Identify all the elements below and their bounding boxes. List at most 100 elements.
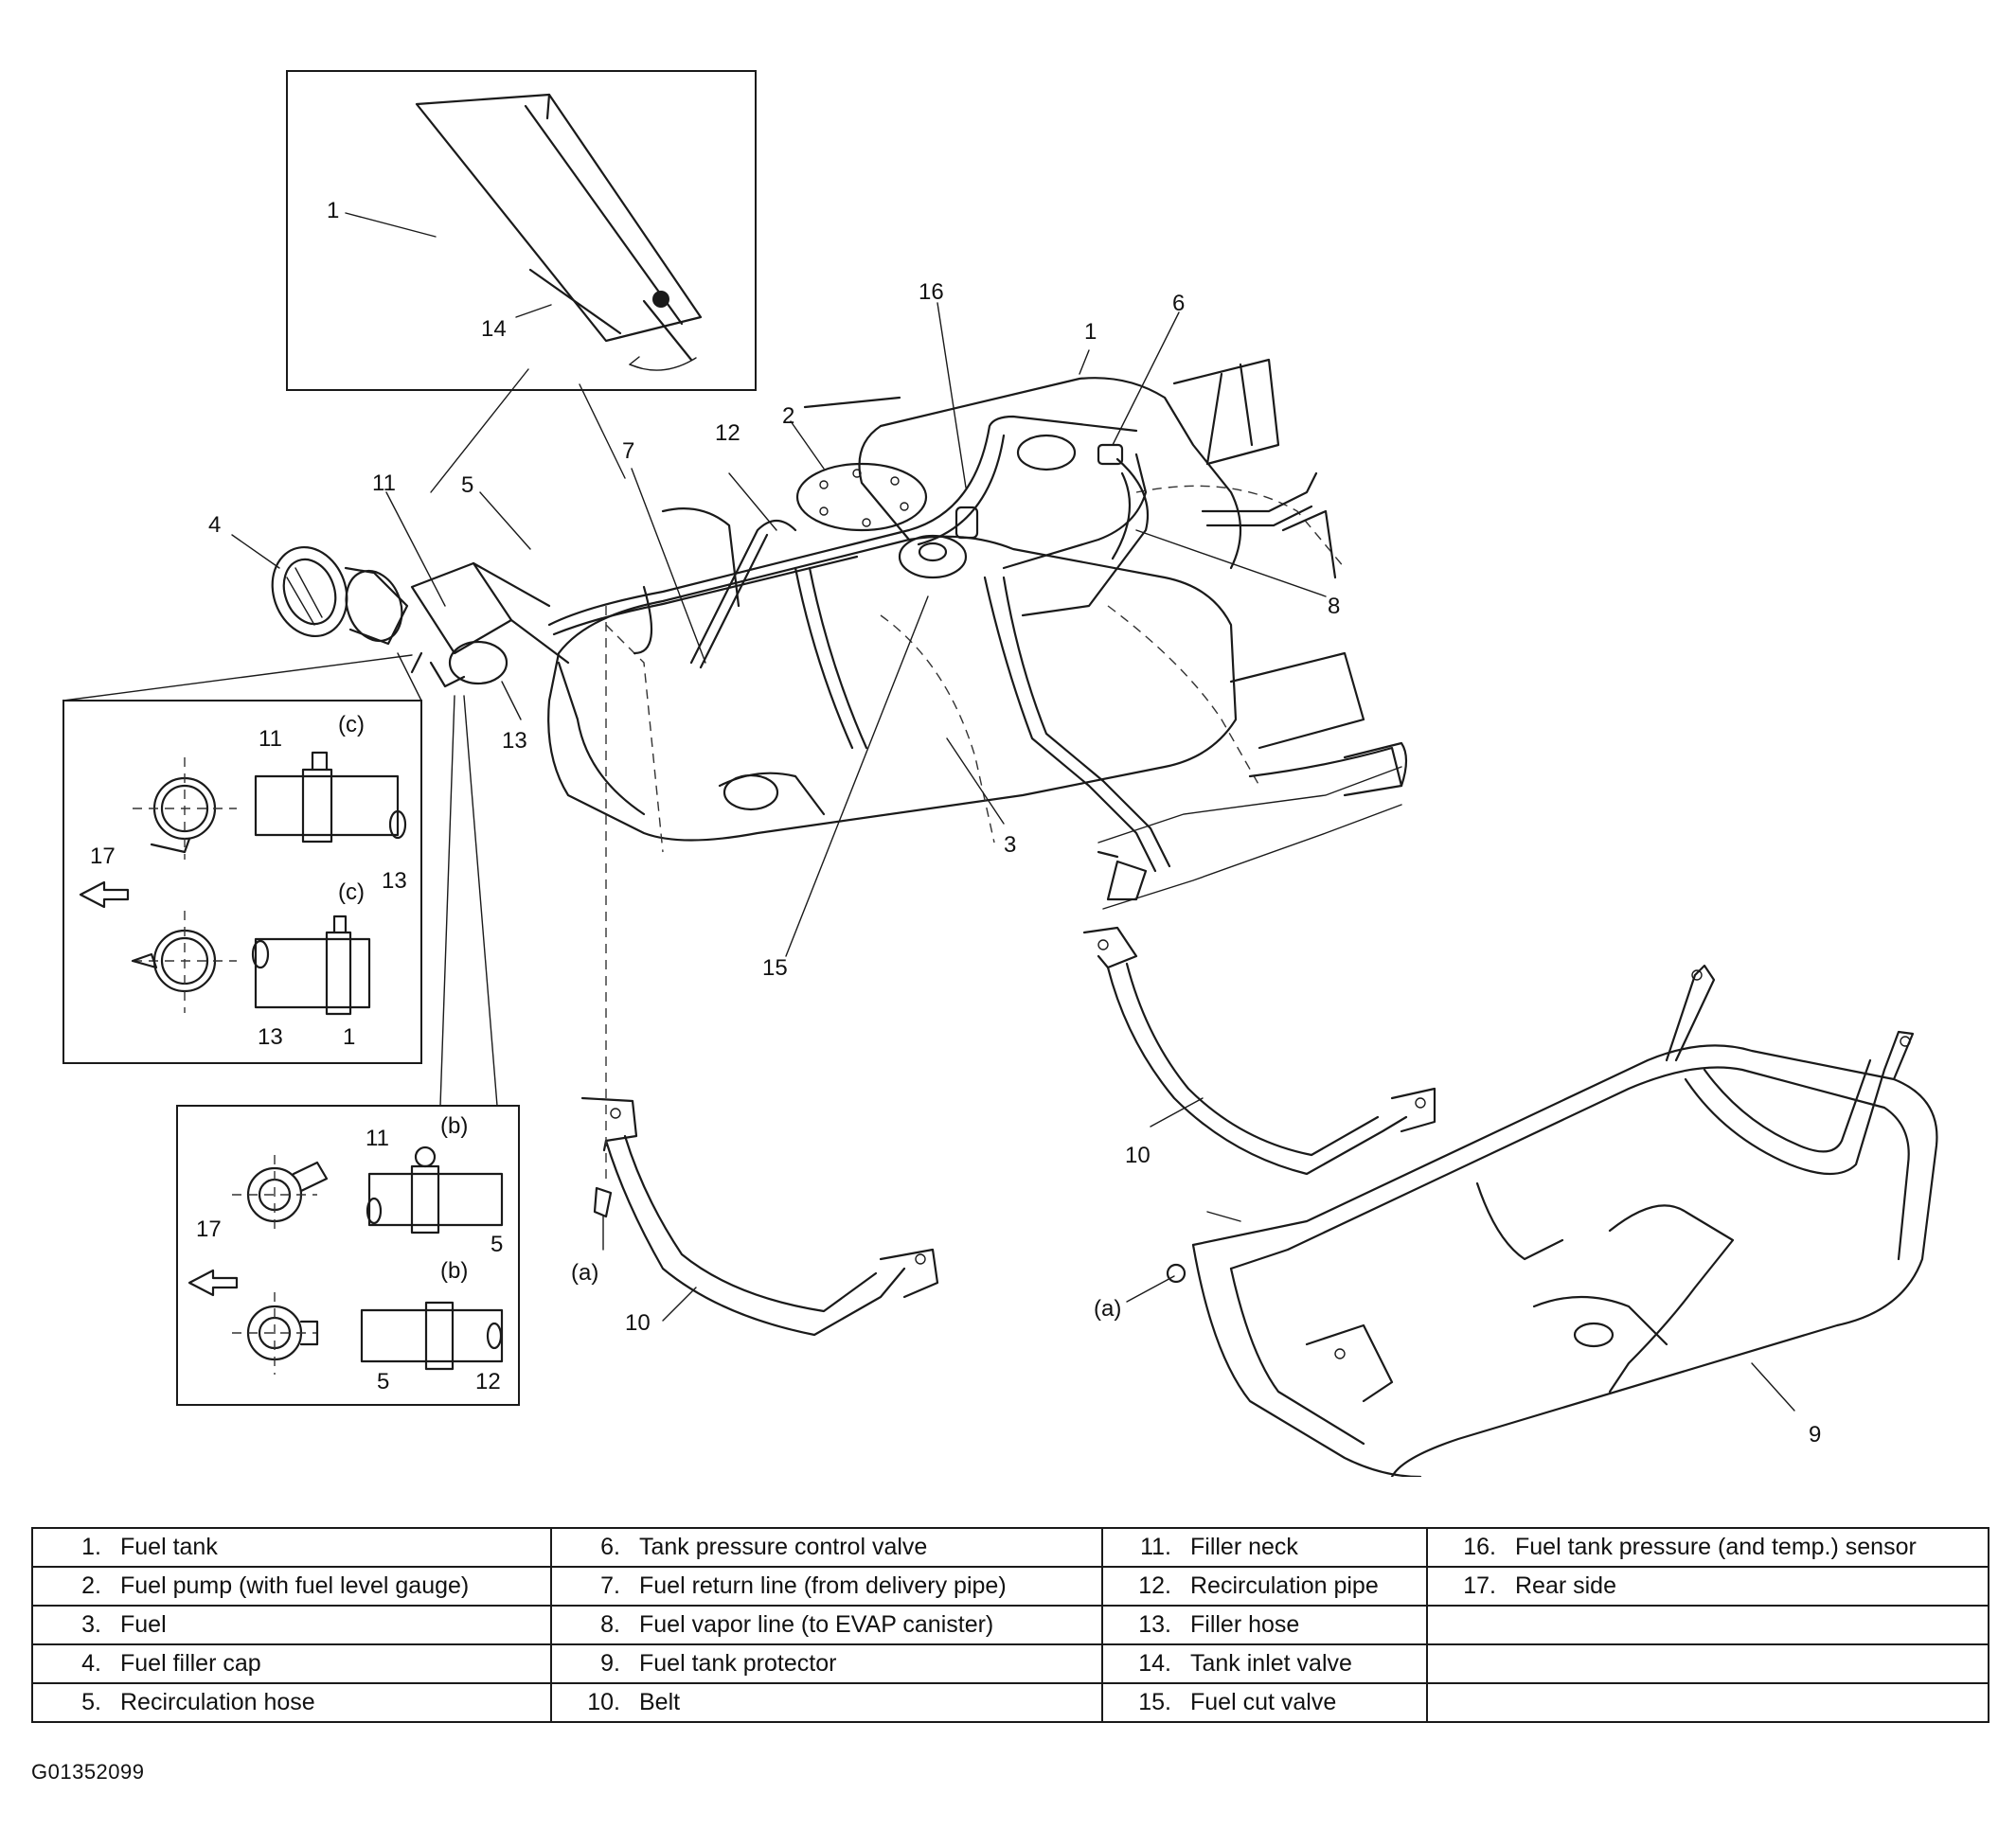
legend-cell: 1. Fuel tank <box>31 1527 552 1568</box>
callout-1-c: 1 <box>343 1024 355 1050</box>
legend-cell: 14. Tank inlet valve <box>1101 1643 1428 1684</box>
legend-cell <box>1426 1605 1989 1645</box>
tank-pressure-control-valve <box>1016 434 1124 471</box>
legend-label: Fuel filler cap <box>120 1650 261 1677</box>
callout-a-right: (a) <box>1094 1296 1121 1322</box>
legend-number: 9. <box>600 1650 620 1677</box>
callout-labels: 1 14 16 6 1 2 12 7 11 5 4 8 13 3 15 9 10… <box>90 198 1821 1447</box>
legend-number: 12. <box>1138 1572 1171 1599</box>
callout-c-top: (c) <box>338 712 365 737</box>
legend-label: Rear side <box>1515 1572 1616 1599</box>
callout-13-c1: 13 <box>382 868 407 894</box>
belt-left <box>580 606 939 1337</box>
callout-c-bottom: (c) <box>338 879 365 905</box>
belt-right <box>1082 926 1436 1176</box>
legend-body: 1. Fuel tank 6. Tank pressure control valve… <box>31 1527 1989 1723</box>
callout-4: 4 <box>208 512 221 538</box>
callout-17-b: 17 <box>196 1217 222 1242</box>
fuel-pump-plate <box>795 462 928 532</box>
fuel-filler-assembly <box>271 545 570 688</box>
legend-label: Recirculation hose <box>120 1689 315 1715</box>
callout-6: 6 <box>1172 291 1185 316</box>
legend-label: Filler neck <box>1190 1534 1298 1560</box>
callout-7: 7 <box>622 438 634 464</box>
legend-number: 2. <box>81 1572 101 1599</box>
callout-10-right: 10 <box>1125 1143 1151 1168</box>
legend-label: Filler hose <box>1190 1611 1300 1638</box>
legend-row: 5. Recirculation hose 10. Belt 15. Fuel cut v… <box>31 1682 1989 1723</box>
callout-b-top: (b) <box>440 1113 468 1139</box>
legend-label: Recirculation pipe <box>1190 1572 1379 1599</box>
legend-cell <box>1426 1682 1989 1723</box>
legend-number: 13. <box>1138 1611 1171 1638</box>
legend-cell: 12. Recirculation pipe <box>1101 1566 1428 1607</box>
legend-number: 1. <box>81 1534 101 1560</box>
figure-code: G01352099 <box>31 1760 145 1784</box>
legend-row: 3.Fuel 8. Fuel vapor line (to EVAP caniste… <box>31 1605 1989 1645</box>
callout-5-b1: 5 <box>491 1232 503 1257</box>
legend-cell: 6. Tank pressure control valve <box>550 1527 1103 1568</box>
callout-1: 1 <box>1084 319 1097 345</box>
legend-label: Tank pressure control valve <box>639 1534 928 1560</box>
legend-label: Fuel pump (with fuel level gauge) <box>120 1572 470 1599</box>
inset-clamp-c <box>62 700 422 1064</box>
legend-number: 14. <box>1138 1650 1171 1677</box>
callout-a-left: (a) <box>571 1260 598 1286</box>
legend-number: 6. <box>600 1534 620 1560</box>
legend-number: 7. <box>600 1572 620 1599</box>
inset-tank-inlet-valve <box>286 70 757 493</box>
legend-cell: 2. Fuel pump (with fuel level gauge) <box>31 1566 552 1607</box>
legend-number: 15. <box>1138 1689 1171 1715</box>
callout-5-top: 5 <box>461 472 473 498</box>
legend-label: Fuel vapor line (to EVAP canister) <box>639 1611 994 1638</box>
legend-number: 11. <box>1140 1534 1171 1560</box>
callout-11-b: 11 <box>366 1126 389 1151</box>
legend-number: 4. <box>81 1650 101 1677</box>
fuel-lines <box>547 415 1408 910</box>
legend-label: Fuel tank <box>120 1534 218 1560</box>
legend-cell: 9. Fuel tank protector <box>550 1643 1103 1684</box>
legend-number: 8. <box>600 1611 620 1638</box>
legend-label: Fuel tank pressure (and temp.) sensor <box>1515 1534 1917 1560</box>
inset-clamp-b <box>176 1105 520 1406</box>
tank-pressure-sensor <box>954 506 979 540</box>
legend-label: Fuel cut valve <box>1190 1689 1337 1715</box>
legend-row: 1. Fuel tank 6. Tank pressure control valve… <box>31 1527 1989 1568</box>
parts-legend-table: 1. Fuel tank 6. Tank pressure control valve… <box>31 1527 1989 1723</box>
callout-16: 16 <box>919 279 944 305</box>
legend-label: Belt <box>639 1689 681 1715</box>
callout-17-c: 17 <box>90 844 116 869</box>
callout-14: 14 <box>481 316 507 342</box>
legend-cell: 17. Rear side <box>1426 1566 1989 1607</box>
legend-cell: 5. Recirculation hose <box>31 1682 552 1723</box>
callout-15: 15 <box>762 955 788 981</box>
legend-number: 10. <box>587 1689 620 1715</box>
fuel-tank <box>547 358 1403 853</box>
legend-row: 4. Fuel filler cap 9. Fuel tank protector 14… <box>31 1643 1989 1684</box>
fuel-system-diagram: 1 14 16 6 1 2 12 7 11 5 4 8 13 3 15 9 10… <box>62 70 1938 1477</box>
legend-cell: 3.Fuel <box>31 1605 552 1645</box>
callout-leaders <box>231 302 1795 1412</box>
legend-label: Tank inlet valve <box>1190 1650 1352 1677</box>
legend-cell: 10. Belt <box>550 1682 1103 1723</box>
legend-cell: 4. Fuel filler cap <box>31 1643 552 1684</box>
callout-10-left: 10 <box>625 1310 651 1336</box>
callout-8: 8 <box>1328 594 1340 619</box>
legend-label: Fuel tank protector <box>639 1650 837 1677</box>
inset-leader-c <box>62 652 422 702</box>
legend-number: 16. <box>1463 1534 1496 1560</box>
legend-cell: 16. Fuel tank pressure (and temp.) sensor <box>1426 1527 1989 1568</box>
legend-cell <box>1426 1643 1989 1684</box>
callout-13-top: 13 <box>502 728 527 754</box>
legend-number: 3. <box>81 1611 101 1638</box>
callout-3: 3 <box>1004 832 1016 858</box>
legend-number: 17. <box>1463 1572 1496 1599</box>
callout-9: 9 <box>1809 1422 1821 1447</box>
callout-12-top: 12 <box>715 420 740 446</box>
callout-b-bottom: (b) <box>440 1258 468 1284</box>
legend-number: 5. <box>81 1689 101 1715</box>
fuel-cut-valve <box>898 534 968 579</box>
callout-1-inset: 1 <box>327 198 339 223</box>
callout-12-b: 12 <box>475 1369 501 1394</box>
inset-leader-b <box>439 695 498 1107</box>
